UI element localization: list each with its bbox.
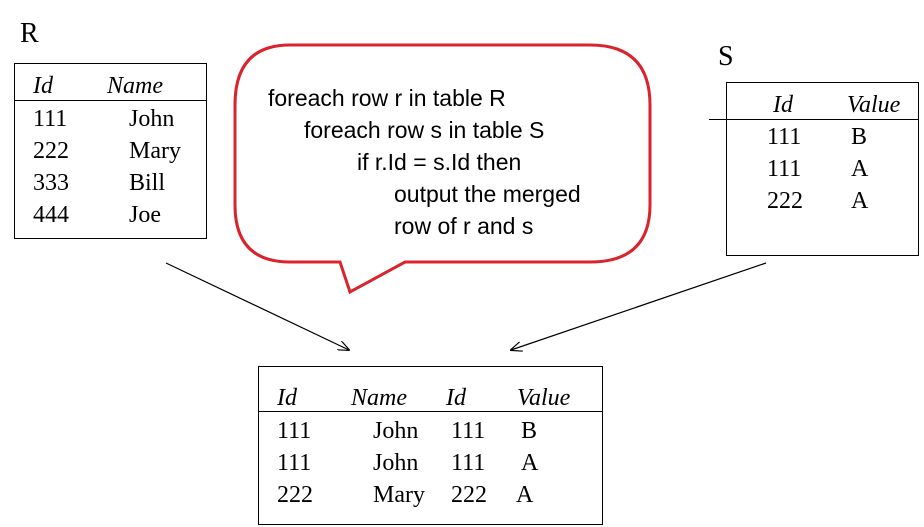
callout-line-3: if r.Id = s.Id then (357, 149, 522, 175)
table-r-header-divider (15, 100, 206, 101)
table-r-cell: 444 (33, 202, 69, 228)
table-result-cell: Mary (373, 482, 425, 508)
table-r-title: R (20, 18, 39, 49)
table-result-cell: A (521, 450, 539, 476)
table-result-header-id-2: Id (446, 385, 466, 411)
table-r-cell: Bill (129, 170, 166, 196)
table-result-header-id: Id (277, 385, 297, 411)
table-result-cell: 222 (277, 482, 313, 508)
table-result-cell: 111 (451, 418, 486, 444)
table-s-cell: A (851, 156, 869, 182)
table-result-cell: B (521, 418, 538, 444)
table-r-header-name: Name (107, 73, 163, 99)
table-r-cell: John (129, 106, 175, 132)
table-s-header-divider (709, 119, 918, 120)
table-s-cell: B (851, 124, 868, 150)
table-r-cell: Joe (129, 202, 161, 228)
table-r-cell: 333 (33, 170, 69, 196)
table-result-cell: 111 (451, 450, 486, 476)
table-result-cell: John (373, 450, 419, 476)
callout-line-5: row of r and s (394, 213, 534, 239)
table-s-cell: 111 (767, 156, 802, 182)
table-s: Id Value 111 B 111 A 222 A (726, 82, 919, 256)
table-r-header-id: Id (33, 73, 53, 99)
table-s-title: S (718, 41, 734, 72)
table-result: Id Name Id Value 111 John 111 B 111 John… (258, 366, 603, 525)
table-s-cell: 222 (767, 188, 803, 214)
table-s-cell: 111 (767, 124, 802, 150)
table-r: Id Name 111 John 222 Mary 333 Bill 444 J… (14, 63, 207, 239)
table-result-cell: A (516, 482, 534, 508)
callout-line-2: foreach row s in table S (304, 117, 545, 143)
table-result-cell: John (373, 418, 419, 444)
table-r-cell: 111 (33, 106, 68, 132)
callout-bubble (233, 43, 652, 295)
table-s-header-value: Value (847, 92, 901, 118)
table-result-header-divider (259, 411, 602, 412)
table-result-header-name: Name (351, 385, 407, 411)
table-result-cell: 111 (277, 418, 312, 444)
callout-line-1: foreach row r in table R (268, 85, 506, 111)
table-r-cell: Mary (129, 138, 181, 164)
table-result-header-value: Value (517, 385, 571, 411)
arrow-r-to-result (165, 262, 349, 350)
table-s-cell: A (851, 188, 869, 214)
table-s-header-id: Id (773, 92, 793, 118)
table-result-cell: 222 (451, 482, 487, 508)
arrow-s-to-result (511, 262, 767, 350)
callout-line-4: output the merged (394, 181, 581, 207)
table-r-cell: 222 (33, 138, 69, 164)
table-result-cell: 111 (277, 450, 312, 476)
